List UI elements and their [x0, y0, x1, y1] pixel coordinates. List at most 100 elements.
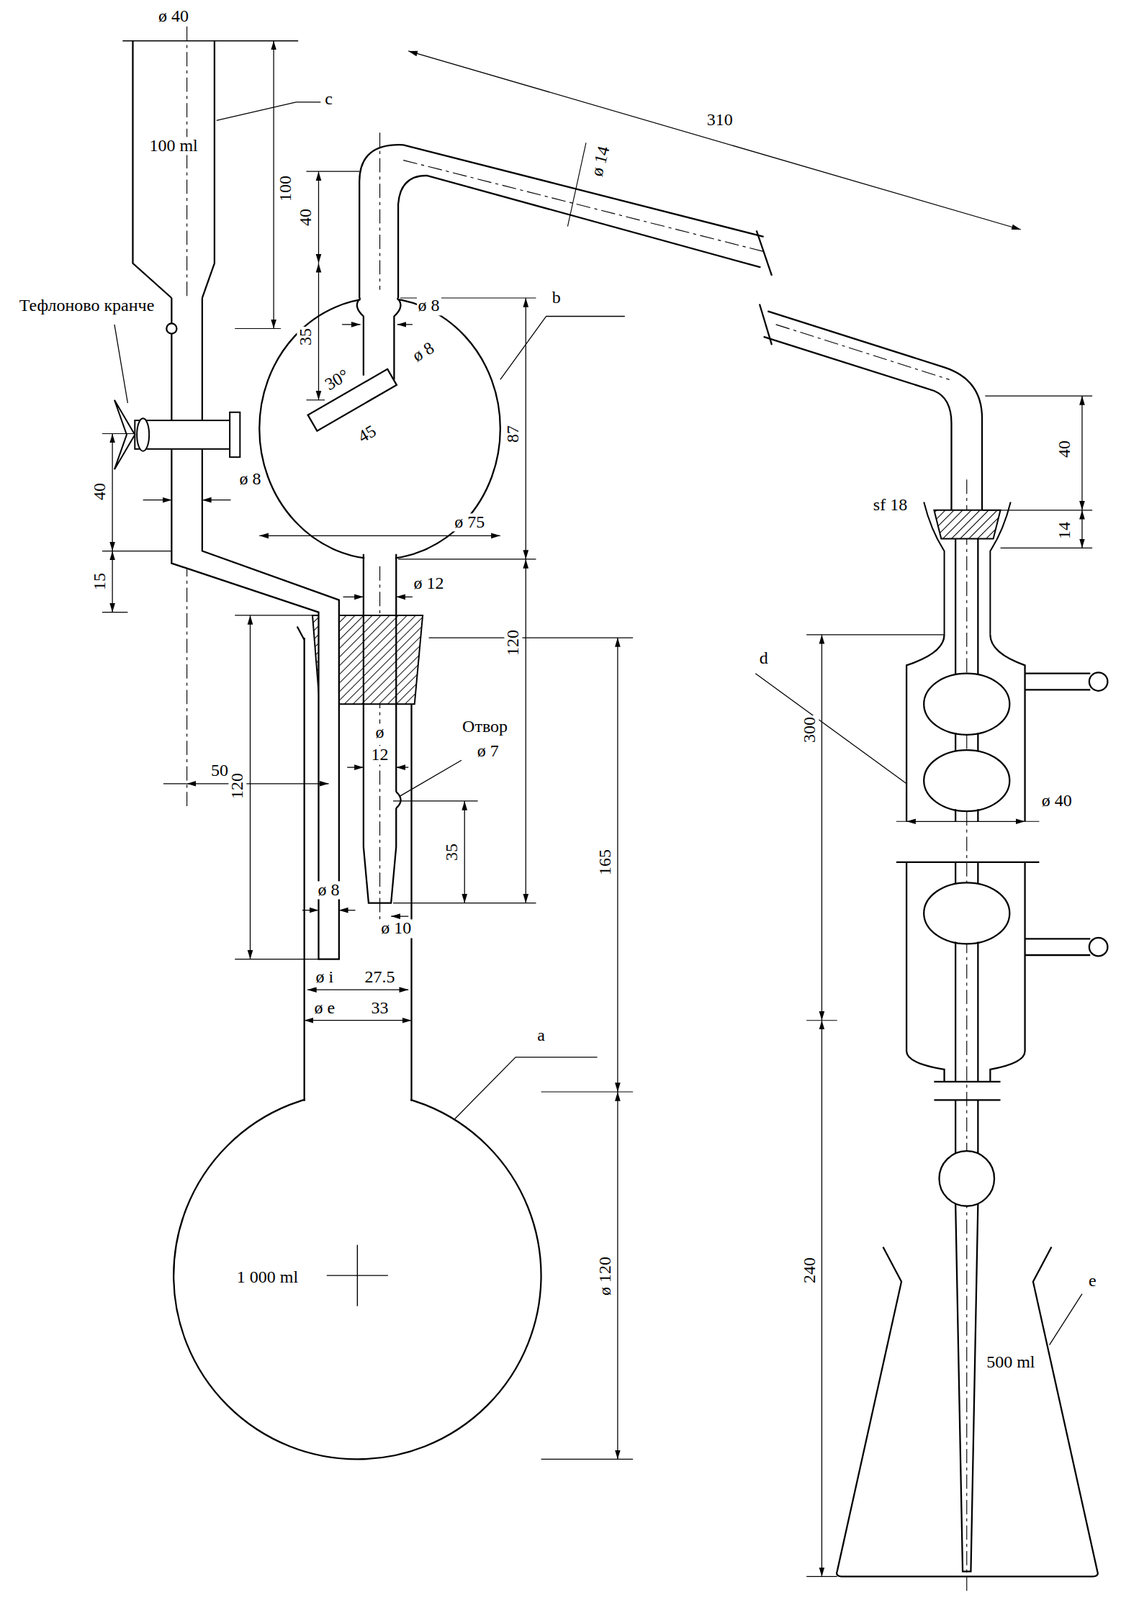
- extension-line: [305, 399, 325, 401]
- leader-line: [1049, 1294, 1083, 1346]
- dimension-line: [464, 801, 466, 904]
- dimension-line: [249, 615, 251, 960]
- condenser: [896, 539, 1108, 1573]
- part-letter: b: [550, 288, 563, 307]
- dimension-line: [821, 1020, 823, 1578]
- dimension-line: [1081, 395, 1083, 511]
- dimension-label: 300: [800, 715, 819, 745]
- dimension-line: [617, 1092, 618, 1460]
- ground-joint: [923, 502, 1011, 636]
- dimension-label: 14: [1055, 520, 1074, 541]
- diameter-label: ø i: [314, 969, 336, 988]
- extension-line: [541, 1459, 634, 1461]
- round-flask: [303, 637, 306, 1102]
- extension-line: [806, 1576, 838, 1578]
- diameter-label: ø 12: [412, 575, 446, 594]
- dimension-line: [821, 635, 823, 1021]
- dimension-label: 40: [90, 481, 109, 502]
- splash-bulb: [393, 298, 401, 380]
- condenser: [923, 882, 1010, 944]
- extension-line: [234, 328, 281, 330]
- dimension-label: 240: [800, 1256, 819, 1286]
- dimension-line: [408, 51, 1021, 230]
- leader-line: [755, 673, 907, 785]
- extension-line: [102, 611, 128, 613]
- dimension-label: 35: [443, 842, 462, 863]
- ground-joint: [989, 502, 1011, 636]
- leader-line: [400, 760, 462, 797]
- extension-line: [541, 1091, 634, 1093]
- dimension-line: [112, 41, 1083, 1578]
- part-letter: c: [323, 89, 335, 108]
- extension-line: [163, 783, 188, 785]
- dropping-funnel: [202, 41, 215, 299]
- diameter-label: 12: [370, 746, 391, 765]
- condenser: [1025, 673, 1091, 691]
- dimension-line: [1081, 510, 1083, 548]
- dimension-label: 40: [297, 207, 316, 228]
- part-note: Отвор: [460, 717, 510, 736]
- dimension-arrow: [390, 915, 409, 917]
- extension-line: [896, 821, 1039, 823]
- round-flask: [410, 637, 412, 1102]
- diameter-label: ø 10: [379, 920, 413, 939]
- diameter-label: ø 8: [316, 881, 342, 900]
- splash-bulb: [360, 290, 398, 307]
- volume-label: 500 ml: [984, 1353, 1037, 1372]
- volume-label: 1 000 ml: [235, 1269, 300, 1288]
- outlet-tube: [759, 303, 772, 345]
- dimension-line: [906, 821, 1025, 823]
- condenser: [1025, 938, 1091, 956]
- condenser: [955, 1100, 978, 1154]
- dropping-funnel: [166, 323, 177, 334]
- dimension-arrow: [347, 766, 364, 768]
- extension-line: [429, 637, 634, 639]
- extension-line: [102, 550, 172, 552]
- diameter-label: ø 75: [452, 513, 486, 532]
- condenser: [955, 1204, 978, 1572]
- dimension-label: 100: [276, 174, 295, 204]
- splash-bulb: [395, 554, 397, 792]
- dimension-arrow: [339, 910, 356, 911]
- round-flask: [305, 1082, 411, 1109]
- condenser: [1089, 938, 1109, 957]
- dimension-arrow: [202, 499, 232, 501]
- diameter-label: ø 40: [156, 7, 191, 26]
- extension-line: [567, 142, 587, 227]
- leader-line: [114, 102, 1083, 1346]
- dimension-label: 310: [705, 111, 735, 130]
- condenser: [938, 1151, 995, 1207]
- dimension-label: 40: [1055, 439, 1074, 460]
- round-flask: [357, 1245, 358, 1307]
- outlet-tube: [398, 175, 761, 299]
- dimension-label: 120: [228, 771, 247, 801]
- diameter-label: ø 7: [475, 742, 501, 761]
- angle-label: 30°: [320, 365, 353, 395]
- leader-line: [500, 316, 625, 380]
- dimension-line: [525, 559, 527, 904]
- dimension-line: [318, 171, 319, 264]
- splash-bulb: [395, 791, 401, 809]
- condenser: [923, 750, 1010, 812]
- outlet-tube: [756, 230, 772, 276]
- condenser: [896, 861, 1039, 864]
- dropping-funnel: [132, 41, 172, 299]
- joint-label: sf 18: [871, 496, 909, 515]
- diameter-label: ø 14: [587, 143, 614, 180]
- outlet-tube: [359, 144, 764, 299]
- extension-line: [984, 395, 1093, 397]
- diameter-label: ø 120: [596, 1255, 615, 1298]
- center-line: [966, 479, 967, 1592]
- extension-line: [982, 509, 1093, 511]
- condenser: [1089, 672, 1109, 692]
- diameter-label: 27.5: [363, 969, 397, 988]
- dimension-line: [259, 535, 501, 537]
- part-letter: d: [758, 649, 770, 668]
- dimension-arrow: [395, 596, 413, 598]
- extension-line: [393, 902, 536, 904]
- condenser: [955, 942, 978, 1083]
- extension-line: [1000, 547, 1093, 549]
- round-flask: [173, 1092, 541, 1460]
- dimension-label: 120: [504, 628, 523, 658]
- diameter-label: ø e: [313, 999, 337, 1018]
